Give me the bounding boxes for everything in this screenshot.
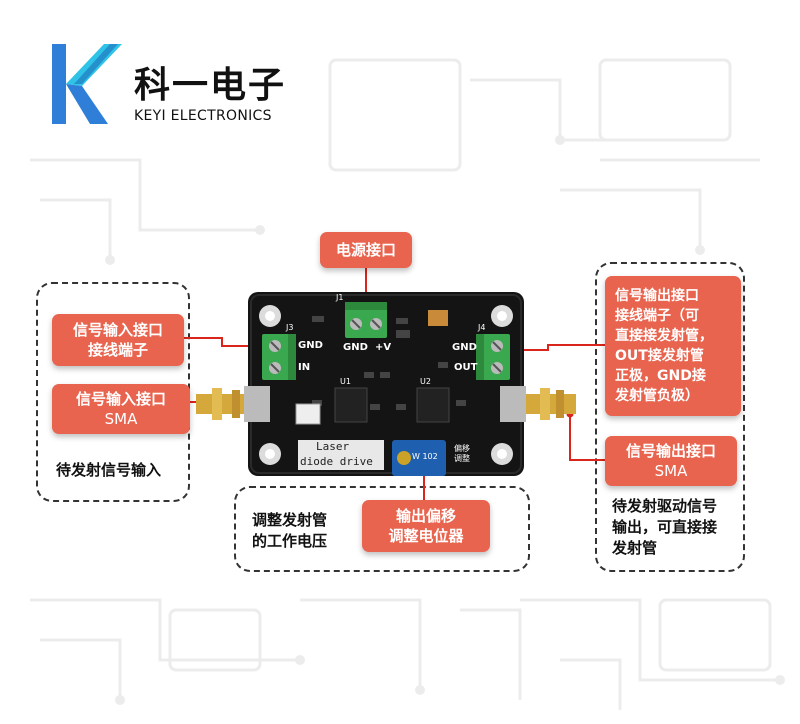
callout-offset-pot: 输出偏移 调整电位器 [362, 500, 490, 552]
callout-signal-output-terminal: 信号输出接口 接线端子（可 直接接发射管， OUT接发射管 正极，GND接 发射… [605, 276, 741, 416]
brand-name-en: KEYI ELECTRONICS [134, 108, 272, 124]
brand-name-cn: 科一电子 [134, 65, 287, 106]
silk-in: IN [298, 362, 311, 373]
silk-j4: J4 [478, 323, 486, 332]
callout-signal-input-sma: 信号输入接口 SMA [52, 384, 190, 434]
voltage-note-box [234, 486, 530, 572]
brand-logo-icon [52, 44, 122, 124]
silk-plus-v: +V [375, 342, 392, 353]
silk-u2: U2 [420, 377, 431, 386]
board-title-line1: Laser [316, 440, 350, 453]
note-input: 待发射信号输入 [56, 461, 162, 479]
silk-gnd-top: GND [343, 342, 368, 353]
pot-value: W 102 [412, 452, 438, 461]
silk-gnd-left: GND [298, 340, 323, 351]
silk-j1: J1 [336, 293, 344, 302]
note-voltage: 调整发射管 的工作电压 [252, 511, 328, 550]
silk-out: OUT [454, 362, 478, 373]
silk-j3: J3 [286, 323, 294, 332]
callout-power: 电源接口 [320, 232, 412, 268]
silk-u1: U1 [340, 377, 351, 386]
note-output: 待发射驱动信号 输出，可直接接 发射管 [612, 497, 718, 557]
callout-signal-output-sma: 信号输出接口 SMA [605, 436, 737, 486]
callout-signal-input-terminal: 信号输入接口 接线端子 [52, 314, 184, 366]
board-title-line2: diode drive [300, 455, 373, 468]
output-note-box [595, 262, 745, 572]
silk-gnd-right: GND [452, 342, 477, 353]
pot-silk-label: 偏移 调整 [454, 444, 470, 463]
